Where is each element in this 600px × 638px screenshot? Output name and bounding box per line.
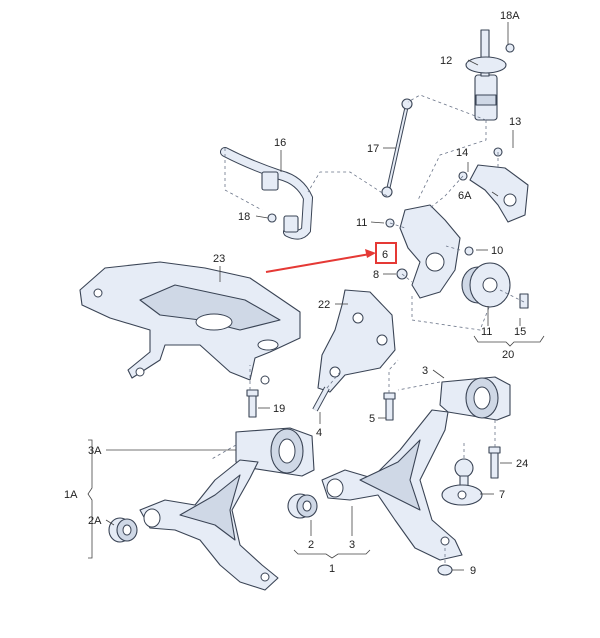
part-labels: 18A 12 13 14 6A 16 17 18 11 6 10 8 23 22… bbox=[64, 10, 528, 577]
label-16: 16 bbox=[274, 137, 286, 149]
label-17: 17 bbox=[367, 143, 379, 155]
label-6: 6 bbox=[382, 249, 388, 261]
label-11-lower: 11 bbox=[481, 326, 492, 338]
bolt-5 bbox=[383, 392, 396, 421]
strut-assembly bbox=[465, 29, 515, 121]
label-10: 10 bbox=[491, 245, 503, 257]
bushing-small bbox=[287, 493, 318, 519]
label-8: 8 bbox=[373, 269, 379, 281]
braces bbox=[87, 335, 545, 559]
label-3A: 3A bbox=[88, 445, 102, 457]
label-22: 22 bbox=[318, 299, 330, 311]
coupling-rod bbox=[381, 98, 413, 198]
wheel-bearing-housing-upper bbox=[458, 147, 529, 223]
label-18A: 18A bbox=[500, 10, 520, 22]
nut-9 bbox=[437, 564, 453, 576]
label-23: 23 bbox=[213, 253, 225, 265]
pendulum-support bbox=[317, 289, 396, 393]
subframe bbox=[79, 261, 301, 385]
label-3: 3 bbox=[349, 539, 355, 551]
bolt-4 bbox=[312, 386, 330, 412]
label-12: 12 bbox=[440, 55, 452, 67]
control-arm-right bbox=[321, 409, 463, 561]
wheel-hub bbox=[461, 262, 529, 309]
ball-joint bbox=[441, 458, 483, 506]
label-14: 14 bbox=[456, 147, 468, 159]
label-20: 20 bbox=[502, 349, 514, 361]
label-7: 7 bbox=[499, 489, 505, 501]
wheel-bearing-housing bbox=[385, 204, 474, 299]
label-4: 4 bbox=[316, 427, 322, 439]
leader-lines bbox=[105, 22, 521, 571]
label-3-upper: 3 bbox=[422, 365, 428, 377]
label-2: 2 bbox=[308, 539, 314, 551]
control-arm-left bbox=[139, 459, 279, 591]
label-15: 15 bbox=[514, 326, 526, 338]
connection-lines bbox=[209, 94, 525, 563]
bolt-19 bbox=[246, 389, 259, 418]
label-18: 18 bbox=[238, 211, 250, 223]
bushing-small-left bbox=[108, 517, 138, 543]
label-5: 5 bbox=[369, 413, 375, 425]
label-6A: 6A bbox=[458, 190, 472, 202]
label-11-upper: 11 bbox=[356, 217, 367, 229]
bolt-24 bbox=[488, 446, 501, 479]
label-13: 13 bbox=[509, 116, 521, 128]
bushing-upper-right bbox=[439, 376, 511, 421]
label-24: 24 bbox=[516, 458, 528, 470]
highlight-annotation bbox=[265, 242, 397, 273]
label-19: 19 bbox=[273, 403, 285, 415]
label-2A: 2A bbox=[88, 515, 102, 527]
label-1A: 1A bbox=[64, 489, 78, 501]
label-1: 1 bbox=[329, 563, 335, 575]
label-9: 9 bbox=[470, 565, 476, 577]
stabilizer-bar bbox=[220, 147, 314, 240]
